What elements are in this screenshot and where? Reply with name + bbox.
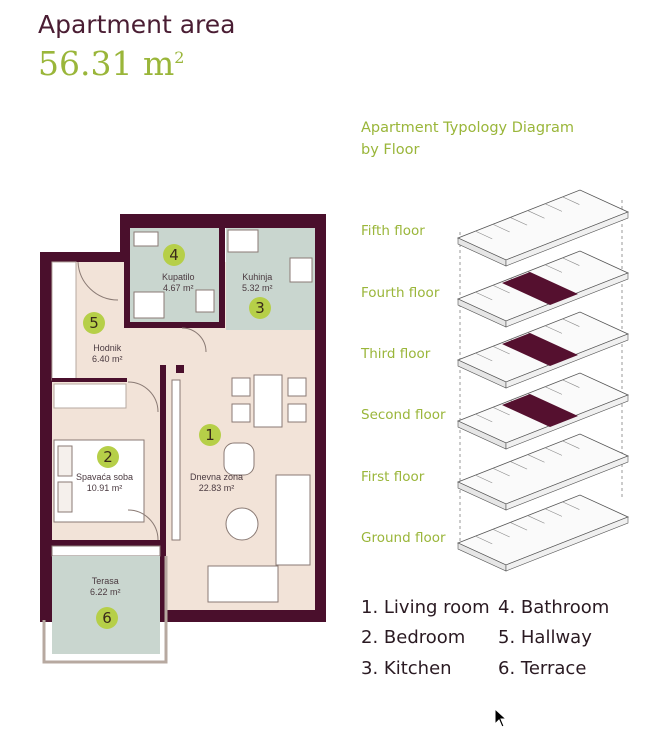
room-area: 10.91 m² [86,483,123,493]
legend-item-3: 3. Kitchen [361,658,452,679]
toilet [195,289,215,313]
shower [133,291,165,319]
floor-slab [456,433,630,511]
wall-top-left [40,252,120,262]
chair-1 [231,377,251,397]
room-area: 4.67 m² [163,283,194,293]
pillow-2 [57,481,73,513]
diagram-title-line2: by Floor [361,142,420,158]
room-name: Spavaća soba [76,472,134,482]
chair-2 [231,403,251,423]
mouse-cursor-icon [494,708,508,728]
apartment-highlight [502,272,578,305]
apartment-area: 56.31 m2 [38,44,184,83]
wall-bedroom-bottom [52,540,160,546]
legend-item-5: 5. Hallway [498,627,592,648]
room-area: 5.32 m² [242,283,273,293]
area-value: 56.31 m [38,44,175,83]
page-title: Apartment area [38,10,236,39]
wall-left [40,252,52,622]
chair-3 [287,377,307,397]
wall-bottom [160,610,326,622]
room-marker-6: 6 [96,607,118,629]
closet [51,261,77,381]
room-name: Kupatilo [162,272,195,282]
legend-item-2: 2. Bedroom [361,627,466,648]
room-marker-2: 2 [97,446,119,468]
armchair [223,442,255,476]
diagram-title: Apartment Typology Diagram by Floor [361,117,574,161]
wardrobe [53,383,127,409]
floor-stack-diagram [456,189,630,572]
room-name: Hodnik [93,343,122,353]
terrace-floor [52,556,160,654]
floor-slab [456,189,630,267]
floor-label-fifth: Fifth floor [361,223,425,239]
wall-top [120,214,326,228]
tv-unit [171,379,181,541]
legend-item-1: 1. Living room [361,597,490,618]
room-area: 22.83 m² [198,483,235,493]
wall-bedroom-top [52,378,127,382]
floor-label-ground: Ground floor [361,530,446,546]
room-marker-5: 5 [83,312,105,334]
floor-label-third: Third floor [361,346,431,362]
door-bathroom [181,327,207,353]
floor-label-fourth: Fourth floor [361,285,440,301]
floor-label-first: First floor [361,469,425,485]
legend-item-6: 6. Terrace [498,658,587,679]
door-terrace-bedroom [127,509,159,541]
chair-4 [287,403,307,423]
room-marker-3: 3 [249,297,271,319]
coffee-table [225,507,259,541]
terrace-window [51,545,161,557]
room-name: Kuhinja [242,272,273,282]
room-marker-4: 4 [163,244,185,266]
area-unit-superscript: 2 [174,48,185,67]
floor-slab [456,250,630,328]
dining-table [253,374,283,428]
floor-slabs [456,189,630,572]
floor-slab [456,311,630,389]
door-entry [77,261,119,301]
floor-slab [456,372,630,450]
legend-item-4: 4. Bathroom [498,597,610,618]
kitchen-sink [227,229,259,253]
room-name: Terasa [91,576,119,586]
pillow-1 [57,445,73,477]
apartment-highlight [502,333,578,366]
column [176,365,184,373]
terrace-railing [42,556,168,664]
wall-bath-right [219,228,225,328]
room-area: 6.40 m² [92,354,123,364]
stove [289,257,313,283]
wall-bath-bottom [124,322,220,328]
room-area: 6.22 m² [90,587,121,597]
apartment-highlight [502,394,578,427]
floor-label-second: Second floor [361,407,446,423]
wall-terrace-left [40,555,52,622]
floor-slab [456,494,630,572]
sofa-bottom [207,565,279,603]
sofa-right [275,474,311,566]
wall-bedroom-right [160,365,166,610]
wall-bath-left [124,228,130,328]
room-name: Dnevna zona [190,472,244,482]
wall-right [315,214,326,622]
diagram-title-line1: Apartment Typology Diagram [361,120,574,136]
door-bedroom [127,381,159,413]
washbasin [133,231,159,247]
room-marker-1: 1 [199,424,221,446]
floor-plan [40,214,326,664]
